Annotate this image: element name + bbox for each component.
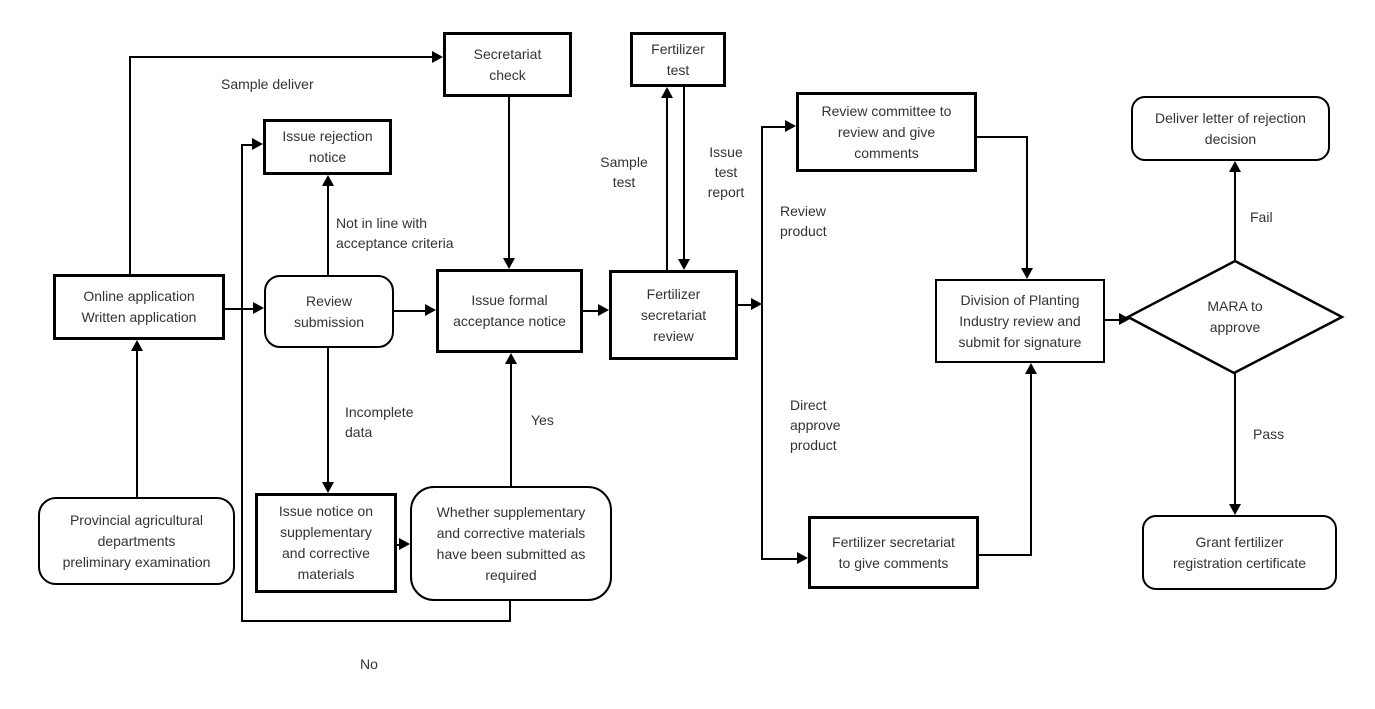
node-fertilizer-test-label: Fertilizer test bbox=[651, 40, 705, 78]
node-division-planting: Division of Planting Industry review and… bbox=[935, 279, 1105, 363]
connector-online-to-review bbox=[225, 308, 253, 310]
connector-whether-to-formal-yes bbox=[510, 359, 512, 486]
connector-no-loop-rise bbox=[241, 145, 243, 622]
node-whether-supplementary-label: Whether supplementary and corrective mat… bbox=[436, 503, 586, 583]
edge-label-review-product: Review product bbox=[780, 203, 827, 239]
edge-label-sample-deliver: Sample deliver bbox=[221, 76, 314, 92]
arrowhead-into-secretariat-check bbox=[432, 51, 443, 63]
node-mara-decision-label: MARA to approve bbox=[1207, 298, 1263, 335]
node-review-submission: Review submission bbox=[264, 275, 394, 348]
node-provincial-exam-label: Provincial agricultural departments prel… bbox=[62, 511, 211, 570]
arrowhead-at-junction bbox=[751, 298, 762, 310]
arrowhead-into-formal-bottom bbox=[505, 353, 517, 364]
arrowhead-into-review-submission bbox=[253, 302, 264, 314]
node-review-committee-label: Review committee to review and give comm… bbox=[821, 102, 952, 161]
node-issue-formal-acceptance: Issue formal acceptance notice bbox=[436, 269, 583, 353]
arrowhead-into-mara-left bbox=[1119, 313, 1130, 325]
edge-label-yes: Yes bbox=[531, 412, 554, 428]
arrowhead-into-comments-left bbox=[797, 552, 808, 564]
arrowhead-into-fert-review-left bbox=[598, 304, 609, 316]
connector-review-to-formal bbox=[394, 310, 425, 312]
node-deliver-rejection: Deliver letter of rejection decision bbox=[1131, 96, 1330, 161]
node-issue-formal-acceptance-label: Issue formal acceptance notice bbox=[453, 292, 566, 329]
connector-junction-vertical bbox=[761, 127, 763, 559]
node-fertilizer-secretariat-comments: Fertilizer secretariat to give comments bbox=[808, 516, 979, 589]
connector-online-to-secretariat-horizontal bbox=[129, 56, 432, 58]
connector-committee-to-division-v bbox=[1026, 136, 1028, 268]
connector-mara-pass bbox=[1234, 373, 1236, 504]
connector-comments-to-division-v bbox=[1030, 374, 1032, 555]
connector-fert-review-out bbox=[738, 304, 751, 306]
arrowhead-into-rejection-left bbox=[252, 138, 263, 150]
node-review-committee: Review committee to review and give comm… bbox=[796, 92, 977, 172]
connector-no-loop-drop bbox=[509, 601, 511, 622]
edge-label-incomplete-data: Incomplete data bbox=[345, 404, 414, 440]
connector-test-report-down bbox=[683, 87, 685, 259]
node-review-submission-label: Review submission bbox=[293, 292, 365, 330]
connector-issue-notice-to-whether bbox=[397, 544, 400, 546]
node-whether-supplementary: Whether supplementary and corrective mat… bbox=[410, 486, 612, 601]
diamond-shape-icon bbox=[1125, 259, 1345, 375]
edge-label-issue-test-report: Issue test report bbox=[707, 144, 745, 200]
node-fertilizer-secretariat-review-label: Fertilizer secretariat review bbox=[640, 285, 707, 344]
edge-label-fail: Fail bbox=[1250, 209, 1273, 225]
connector-junction-to-committee bbox=[761, 126, 785, 128]
connector-provincial-to-online bbox=[136, 345, 138, 497]
arrowhead-into-online-bottom bbox=[131, 340, 143, 351]
connector-formal-to-fert-review bbox=[583, 310, 598, 312]
connector-committee-to-division-h bbox=[977, 136, 1028, 138]
arrowhead-into-grant-top bbox=[1229, 504, 1241, 515]
arrowhead-into-fertilizer-test bbox=[661, 87, 673, 98]
node-fertilizer-test: Fertilizer test bbox=[630, 32, 726, 87]
connector-division-to-mara bbox=[1105, 319, 1119, 321]
node-issue-rejection-notice-label: Issue rejection notice bbox=[282, 128, 373, 165]
arrowhead-into-committee-left bbox=[785, 120, 796, 132]
connector-review-to-issue-notice bbox=[327, 348, 329, 487]
node-provincial-exam: Provincial agricultural departments prel… bbox=[38, 497, 235, 585]
node-fertilizer-secretariat-comments-label: Fertilizer secretariat to give comments bbox=[832, 533, 955, 571]
node-online-application-label: Online application Written application bbox=[81, 288, 197, 325]
edge-label-not-in-line: Not in line with acceptance criteria bbox=[336, 215, 454, 251]
connector-sample-test-up bbox=[666, 93, 668, 270]
arrowhead-into-fert-review-top bbox=[678, 259, 690, 270]
arrowhead-into-division-bottom bbox=[1025, 363, 1037, 374]
arrowhead-into-rejection-bottom bbox=[322, 175, 334, 186]
connector-no-loop-into-rejection bbox=[241, 144, 252, 146]
arrowhead-into-deliver-bottom bbox=[1229, 161, 1241, 172]
node-issue-notice-supplementary-label: Issue notice on supplementary and correc… bbox=[278, 503, 374, 582]
connector-junction-to-comments bbox=[761, 558, 797, 560]
node-secretariat-check: Secretariat check bbox=[443, 32, 572, 97]
edge-label-sample-test: Sample test bbox=[600, 154, 648, 190]
node-issue-notice-supplementary: Issue notice on supplementary and correc… bbox=[255, 493, 397, 593]
connector-mara-fail bbox=[1234, 167, 1236, 260]
node-mara-decision: MARA to approve bbox=[1125, 258, 1345, 376]
node-secretariat-check-label: Secretariat check bbox=[473, 45, 542, 83]
edge-label-pass: Pass bbox=[1253, 426, 1285, 442]
node-deliver-rejection-label: Deliver letter of rejection decision bbox=[1155, 109, 1306, 147]
edge-label-direct-approve-product: Direct approve product bbox=[790, 397, 841, 453]
node-grant-certificate: Grant fertilizer registration certificat… bbox=[1142, 515, 1337, 590]
connector-online-to-secretariat-vertical bbox=[129, 57, 131, 274]
arrowhead-into-formal-left bbox=[425, 304, 436, 316]
arrowhead-into-formal-top bbox=[503, 258, 515, 269]
connector-secretariat-to-formal bbox=[508, 97, 510, 263]
node-issue-rejection-notice: Issue rejection notice bbox=[263, 119, 392, 175]
arrowhead-into-division-top bbox=[1021, 268, 1033, 279]
arrowhead-into-issue-notice-top bbox=[322, 482, 334, 493]
node-online-application: Online application Written application bbox=[53, 274, 225, 340]
node-division-planting-label: Division of Planting Industry review and… bbox=[958, 291, 1082, 350]
node-fertilizer-secretariat-review: Fertilizer secretariat review bbox=[609, 270, 738, 360]
connector-comments-to-division-h bbox=[979, 554, 1032, 556]
edge-label-no: No bbox=[360, 656, 378, 672]
node-grant-certificate-label: Grant fertilizer registration certificat… bbox=[1172, 533, 1307, 571]
connector-review-to-rejection bbox=[327, 181, 329, 275]
connector-no-loop-bottom bbox=[241, 620, 511, 622]
arrowhead-into-whether-left bbox=[399, 538, 410, 550]
